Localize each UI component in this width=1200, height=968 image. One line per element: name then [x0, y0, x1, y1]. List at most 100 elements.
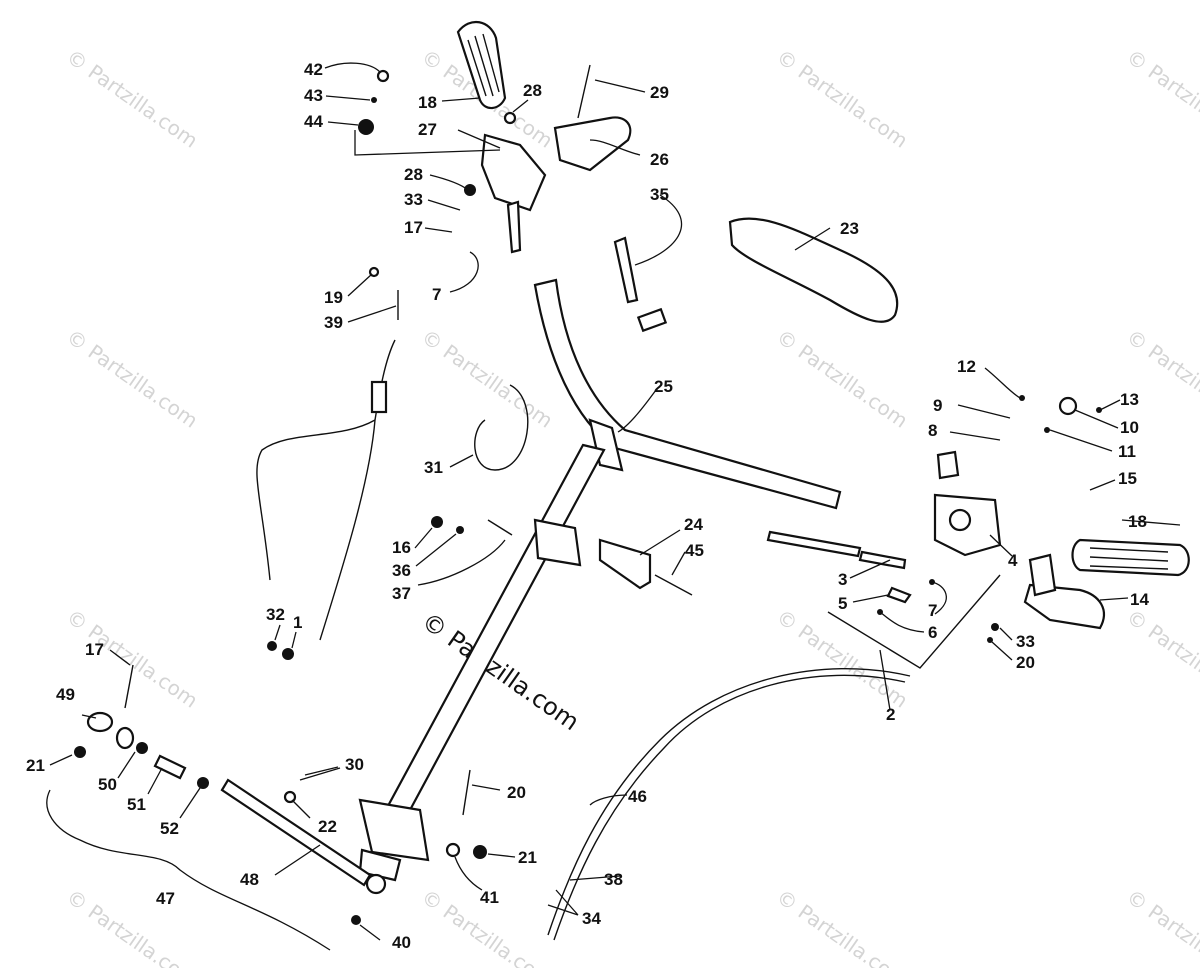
- wire-harness: [474, 384, 529, 471]
- callout-23: 23: [840, 219, 859, 238]
- callout-38: 38: [604, 870, 623, 889]
- steering-arm-base: [358, 848, 402, 882]
- lever-26: [553, 116, 632, 172]
- callout-32: 32: [266, 605, 285, 624]
- adjuster-51: [153, 754, 187, 780]
- bolt-20-right: [462, 769, 471, 816]
- part-5: [886, 586, 912, 604]
- callout-34: 34: [582, 909, 601, 928]
- bolt-37: [487, 519, 513, 536]
- callout-36: 36: [392, 561, 411, 580]
- callout-18-right: 18: [1128, 512, 1147, 531]
- callout-10: 10: [1120, 418, 1139, 437]
- nut-1: [282, 648, 294, 660]
- handlebar-pad: [728, 217, 899, 323]
- throttle-lever-arm: [506, 200, 522, 254]
- callout-26: 26: [650, 150, 669, 169]
- parts-drawing: [74, 21, 1190, 941]
- watermark: © Partzilla.com: [62, 44, 202, 152]
- throttle-block: [480, 133, 547, 212]
- cover-10: [1058, 396, 1078, 416]
- bolt-45: [654, 574, 693, 596]
- callout-11: 11: [1118, 442, 1136, 461]
- brake-cable-sheath: [553, 674, 906, 941]
- callout-18: 18: [418, 93, 437, 112]
- watermark-layer: © Partzilla.com © Partzilla.com © Partzi…: [62, 44, 1200, 968]
- nut-16: [431, 516, 443, 528]
- callout-1: 1: [293, 613, 302, 632]
- callout-49: 49: [56, 685, 75, 704]
- callout-labels: 42 43 44 18 28 29 27 26 28 35 33 17 23 7…: [26, 60, 1149, 952]
- brake-cable-short: [766, 530, 862, 558]
- callout-47: 47: [156, 889, 175, 908]
- callout-50: 50: [98, 775, 117, 794]
- callout-4: 4: [1008, 551, 1018, 570]
- callout-17-right: 20: [1016, 653, 1035, 672]
- nut-52: [197, 777, 209, 789]
- callout-9: 9: [933, 396, 942, 415]
- callout-14: 14: [1130, 590, 1149, 609]
- callout-20-right: 20: [507, 783, 526, 802]
- rod-end-50: [115, 726, 135, 750]
- callout-33-right: 33: [1016, 632, 1035, 651]
- washer-36: [456, 526, 464, 534]
- callout-44: 44: [304, 112, 323, 131]
- callout-6: 6: [928, 623, 937, 642]
- nut-44: [358, 119, 374, 135]
- brake-lever-bracket: [1028, 553, 1057, 597]
- callout-8: 8: [928, 421, 937, 440]
- callout-43: 43: [304, 86, 323, 105]
- callout-2: 2: [886, 705, 895, 724]
- screw-17-right: [987, 637, 993, 643]
- watermark: © Partzilla.com: [1122, 44, 1200, 152]
- callout-35: 35: [650, 185, 669, 204]
- callout-13: 13: [1120, 390, 1139, 409]
- throttle-cable: [319, 339, 396, 641]
- brake-block-boss: [948, 508, 972, 532]
- watermark: © Partzilla.com: [772, 884, 912, 968]
- throttle-cable-junction: [370, 380, 388, 414]
- callout-52: 52: [160, 819, 179, 838]
- callout-40: 40: [392, 933, 411, 952]
- left-grip-ribs: [467, 33, 500, 97]
- throttle-cable-branch: [256, 419, 376, 581]
- callout-24: 24: [684, 515, 703, 534]
- callout-19: 19: [324, 288, 343, 307]
- watermark: © Partzilla.com: [1122, 884, 1200, 968]
- nut-28-upper: [503, 111, 517, 125]
- watermark: © Partzilla.com: [1122, 604, 1200, 712]
- watermark: © Partzilla.com: [417, 324, 557, 432]
- switch-plug: [636, 307, 668, 333]
- tie-rod: [220, 778, 372, 887]
- callout-46: 46: [628, 787, 647, 806]
- callout-28-lower: 28: [404, 165, 423, 184]
- watermark: © Partzilla.com: [772, 44, 912, 152]
- nut-21-left: [74, 746, 86, 758]
- screw-12: [1019, 395, 1025, 401]
- spring-30: [299, 767, 341, 781]
- bolt-42: [376, 69, 390, 83]
- callout-17: 17: [404, 218, 423, 237]
- callout-16: 16: [392, 538, 411, 557]
- callout-5: 5: [838, 594, 847, 613]
- callout-37: 37: [392, 584, 411, 603]
- brake-cable-fitting: [858, 550, 907, 570]
- brake-lever: [1023, 583, 1106, 630]
- screw-13: [1096, 407, 1102, 413]
- callout-7-right: 7: [928, 601, 937, 620]
- handlebar-tube: [533, 278, 842, 510]
- callout-29: 29: [650, 83, 669, 102]
- callout-39: 39: [324, 313, 343, 332]
- bolt-29: [577, 64, 591, 119]
- brake-cover: [936, 450, 960, 480]
- pin-22: [283, 790, 297, 804]
- callout-33: 33: [404, 190, 423, 209]
- nut-32: [267, 641, 277, 651]
- callout-15: 15: [1118, 469, 1137, 488]
- steering-post-clamp: [533, 518, 582, 567]
- steering-arm-block: [358, 798, 430, 862]
- callout-41: 41: [480, 888, 499, 907]
- washer-41: [445, 842, 461, 858]
- callout-28: 28: [523, 81, 542, 100]
